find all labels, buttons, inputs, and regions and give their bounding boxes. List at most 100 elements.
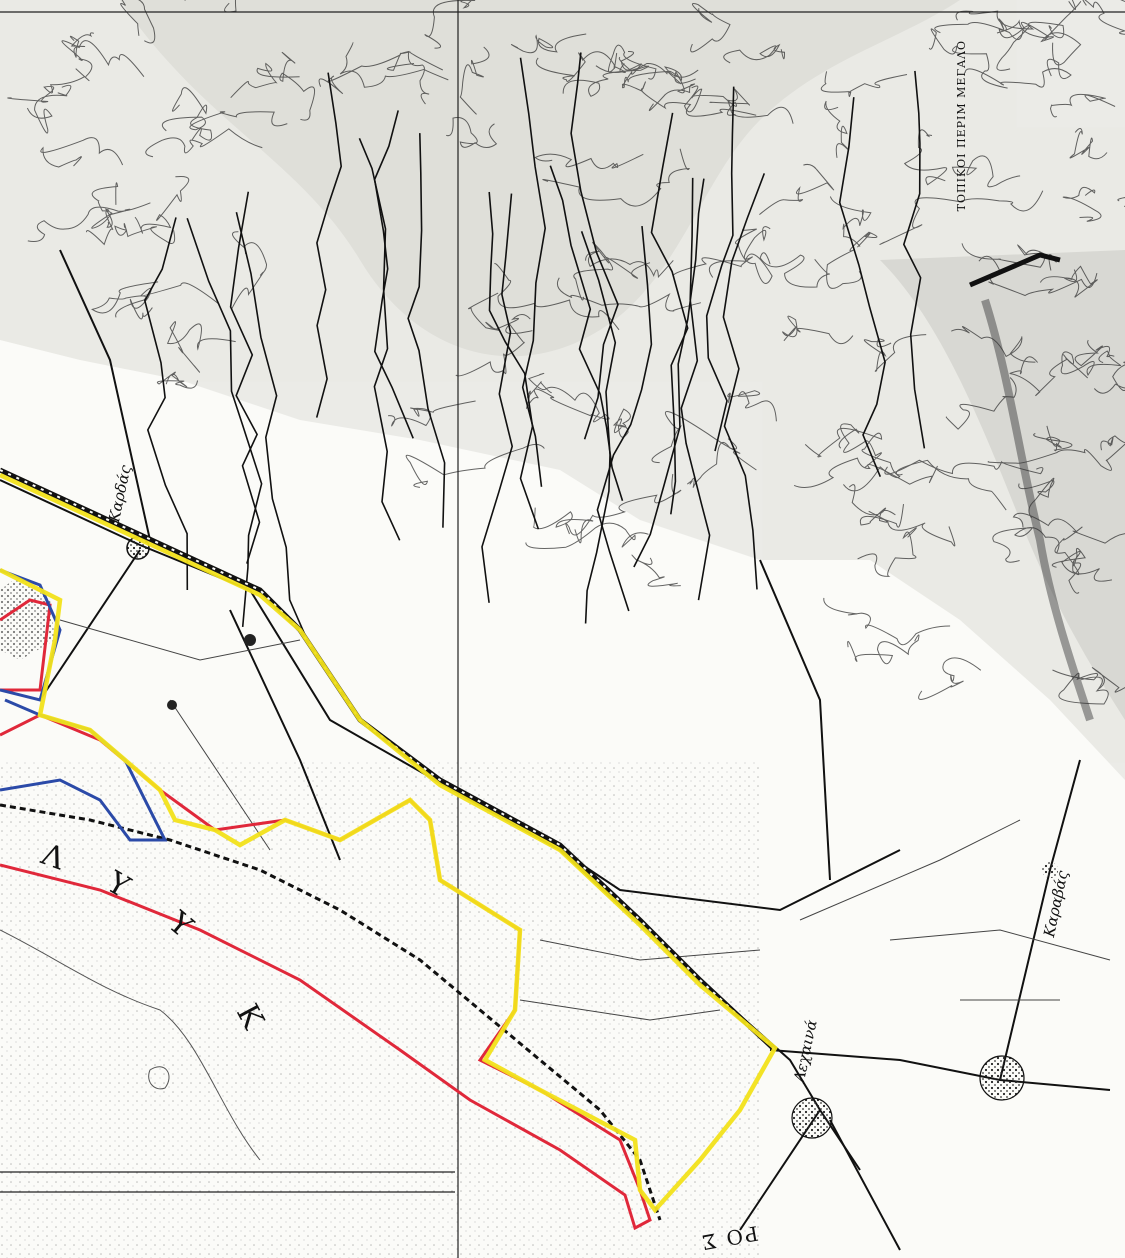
stream-line — [186, 217, 263, 627]
contour-line — [161, 111, 288, 132]
contour-line — [686, 438, 738, 488]
stream-line — [705, 86, 735, 452]
contour-line — [61, 40, 145, 78]
contour-line — [620, 50, 699, 82]
contour-line — [928, 28, 1008, 89]
settlement-marker — [979, 1055, 1025, 1101]
contour-line — [129, 282, 220, 320]
contour-line — [781, 315, 854, 345]
stream-line — [407, 133, 446, 528]
drainage-lines — [143, 52, 926, 648]
wetland-area — [0, 575, 55, 660]
contour-line — [388, 400, 476, 427]
contour-line — [525, 381, 593, 417]
contour-line — [1052, 669, 1109, 705]
contour-line — [690, 3, 731, 53]
stream-line — [650, 112, 689, 515]
contour-line — [468, 292, 531, 331]
stream-line — [235, 212, 312, 648]
contour-line — [612, 408, 631, 438]
contour-line — [987, 443, 1125, 471]
contour-line — [7, 68, 90, 103]
contour-line — [573, 241, 651, 301]
lowland-dot-texture — [0, 760, 760, 1258]
stream-line — [549, 165, 624, 502]
stream-line — [722, 173, 766, 590]
contour-line — [793, 457, 938, 488]
contour-line — [759, 252, 831, 288]
contour-line — [824, 100, 849, 158]
contour-line — [951, 155, 1021, 188]
contour-line — [120, 0, 156, 44]
contour-line — [400, 50, 444, 105]
contour-line — [804, 427, 903, 476]
contour-line — [631, 554, 681, 587]
contour-line — [945, 377, 1017, 430]
contour-line — [723, 43, 786, 64]
contour-line — [992, 527, 1060, 563]
contour-line — [1100, 435, 1125, 451]
contour-line — [847, 634, 920, 665]
contour-line — [86, 208, 131, 246]
contour-line — [27, 202, 151, 243]
stream-line — [838, 97, 886, 478]
stream-line — [596, 226, 653, 612]
stream-line — [315, 72, 343, 418]
contour-line — [961, 243, 1057, 271]
contour-line — [535, 51, 618, 82]
stream-line — [229, 191, 261, 564]
stream-line — [570, 52, 619, 440]
contour-line — [683, 85, 738, 116]
stream-line — [488, 191, 540, 530]
contour-line — [648, 70, 696, 112]
contour-line — [565, 473, 682, 536]
contour-line — [918, 657, 982, 700]
contour-line — [848, 484, 904, 528]
contour-line — [525, 522, 649, 549]
contour-line — [527, 372, 610, 423]
contour-line — [951, 326, 1036, 363]
coastline — [0, 803, 662, 1221]
contour-line — [1051, 547, 1112, 582]
contour-line — [1018, 477, 1055, 519]
contour-line — [1074, 339, 1111, 367]
contour-line — [184, 0, 237, 13]
contour-line — [829, 196, 872, 247]
contour-line — [230, 62, 300, 99]
stream-line — [143, 217, 189, 591]
contour-line — [934, 1, 1082, 41]
contour-line — [1054, 526, 1083, 594]
stream-line — [902, 70, 926, 449]
contour-line — [40, 137, 124, 168]
contour-line — [1033, 425, 1073, 452]
river — [981, 298, 1094, 722]
contour-line — [1060, 351, 1122, 377]
contour-line — [455, 323, 533, 377]
contour-line — [459, 46, 490, 115]
contour-line — [1091, 667, 1125, 693]
stream-line — [373, 110, 414, 439]
contour-lines — [7, 0, 1125, 705]
contour-line — [91, 182, 119, 228]
contour-line — [318, 52, 415, 95]
contour-line — [838, 423, 882, 468]
contour-line — [1039, 265, 1098, 298]
contour-line — [759, 163, 835, 215]
contour-line — [595, 44, 657, 80]
contour-line — [134, 175, 190, 234]
contour-line — [166, 321, 236, 373]
contour-line — [511, 33, 587, 54]
contour-line — [621, 81, 757, 117]
boundary-yellow — [0, 472, 778, 1214]
contour-line — [562, 56, 649, 97]
settlement-marker — [167, 700, 177, 710]
settlement-marker — [1042, 862, 1058, 878]
contour-line — [879, 190, 1044, 245]
contour-line — [727, 390, 777, 422]
minor-roads — [59, 619, 1111, 1021]
contour-line — [1069, 128, 1108, 160]
contour-line — [868, 509, 956, 547]
